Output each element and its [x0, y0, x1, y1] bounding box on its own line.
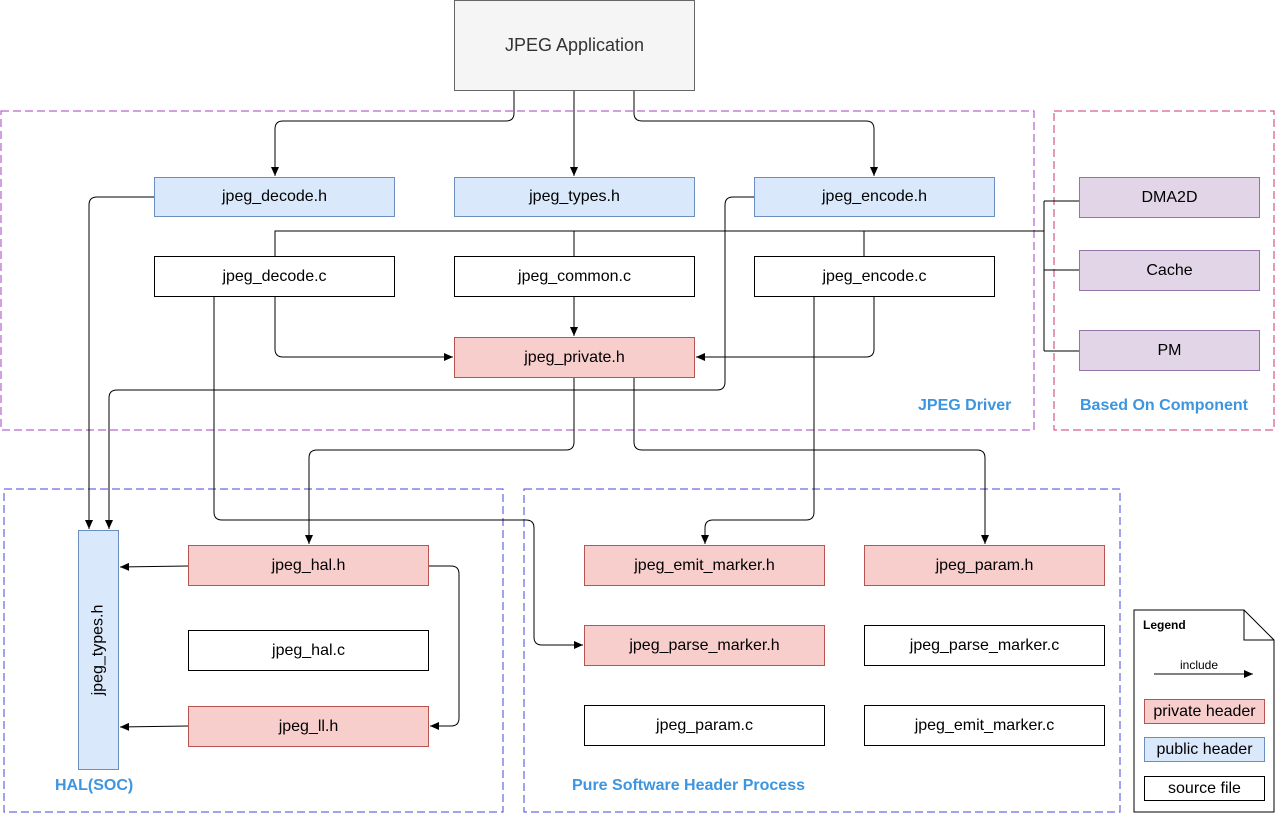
- jpeg-application-node[interactable]: JPEG Application: [454, 0, 695, 91]
- jpeg-ll-h-node[interactable]: jpeg_ll.h: [188, 706, 429, 747]
- edge-private-h-param-h: [633, 377, 989, 544]
- jpeg-private-h-node[interactable]: jpeg_private.h: [454, 337, 695, 378]
- edge-sources-to-components: [274, 230, 1044, 256]
- edge-hal-h-ll-h: [429, 565, 460, 730]
- edge-encode-c-private-h: [696, 296, 875, 361]
- software-frame: [523, 488, 1121, 813]
- jpeg-emit-marker-h-node[interactable]: jpeg_emit_marker.h: [584, 545, 825, 586]
- jpeg-hal-h-node[interactable]: jpeg_hal.h: [188, 545, 429, 586]
- edge-hal-h-types: [119, 562, 189, 571]
- jpeg-common-c-node[interactable]: jpeg_common.c: [454, 256, 695, 297]
- jpeg-hal-c-node[interactable]: jpeg_hal.c: [188, 630, 429, 671]
- jpeg-decode-h-node[interactable]: jpeg_decode.h: [154, 177, 395, 217]
- jpeg-driver-frame: [0, 110, 1035, 431]
- edge-encode-h-hal-types: [105, 196, 754, 529]
- legend-public-header: public header: [1144, 737, 1265, 762]
- edge-app-decode-h: [271, 90, 515, 176]
- jpeg-param-h-node[interactable]: jpeg_param.h: [864, 545, 1105, 586]
- hal-frame: [3, 488, 504, 813]
- edge-encode-c-emit-marker-h: [701, 296, 815, 544]
- jpeg-encode-c-node[interactable]: jpeg_encode.c: [754, 256, 995, 297]
- edge-decode-h-hal-types: [85, 196, 154, 529]
- dma2d-node[interactable]: DMA2D: [1079, 177, 1260, 218]
- software-process-label: Pure Software Header Process: [572, 777, 805, 794]
- hal-jpeg-types-h-node[interactable]: [78, 530, 119, 770]
- legend-private-header: private header: [1144, 699, 1265, 724]
- pm-node[interactable]: PM: [1079, 330, 1260, 371]
- hal-soc-label: HAL(SOC): [55, 777, 134, 794]
- hal-jpeg-types-h-label: jpeg_types.h: [89, 604, 107, 696]
- jpeg-emit-marker-c-node[interactable]: jpeg_emit_marker.c: [864, 705, 1105, 746]
- jpeg-parse-marker-c-node[interactable]: jpeg_parse_marker.c: [864, 625, 1105, 666]
- legend-fold: [1243, 610, 1274, 641]
- legend-source-file: source file: [1144, 776, 1265, 801]
- hal-jpeg-types-h-label-wrap: jpeg_types.h: [78, 530, 119, 770]
- legend-title: Legend: [1143, 618, 1186, 632]
- edge-decode-c-parse-marker-h: [213, 296, 583, 649]
- edge-ll-h-types: [119, 722, 189, 731]
- edge-private-h-hal-h: [305, 377, 575, 544]
- cache-node[interactable]: Cache: [1079, 250, 1260, 291]
- jpeg-encode-h-node[interactable]: jpeg_encode.h: [754, 177, 995, 217]
- jpeg-types-h-node[interactable]: jpeg_types.h: [454, 177, 695, 217]
- jpeg-param-c-node[interactable]: jpeg_param.c: [584, 705, 825, 746]
- legend-include-label: include: [1180, 658, 1219, 672]
- jpeg-decode-c-node[interactable]: jpeg_decode.c: [154, 256, 395, 297]
- based-on-component-label: Based On Component: [1080, 397, 1249, 414]
- edge-decode-c-private-h: [274, 296, 453, 361]
- edge-app-encode-h: [633, 90, 878, 176]
- jpeg-parse-marker-h-node[interactable]: jpeg_parse_marker.h: [584, 625, 825, 666]
- jpeg-driver-label: JPEG Driver: [918, 397, 1012, 414]
